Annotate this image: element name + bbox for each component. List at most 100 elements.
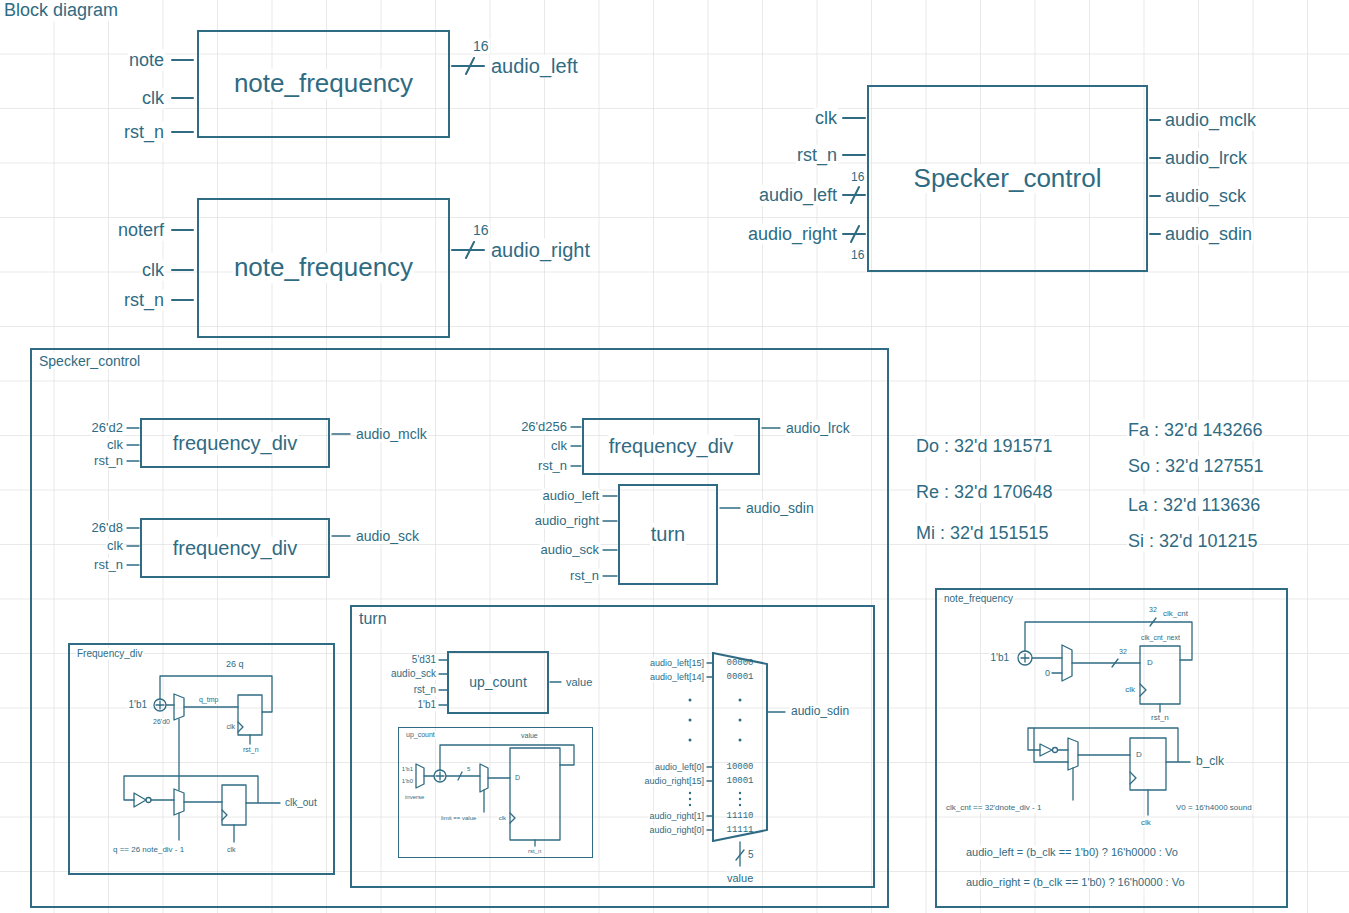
signal-label: audio_left bbox=[490, 55, 579, 78]
counter-wire bbox=[424, 745, 574, 846]
panel-heading: Frequency_div bbox=[76, 648, 144, 660]
mux-symbol bbox=[174, 694, 184, 720]
ellipsis-dot bbox=[689, 739, 692, 742]
pin-stub bbox=[172, 60, 484, 300]
detail-panel: turnup_countup_count00000000011000010001… bbox=[350, 605, 875, 888]
mux-shape: 000000000110000100011111011111 bbox=[712, 652, 768, 842]
module-box: Specker_control bbox=[867, 85, 1148, 272]
ellipsis-dot bbox=[739, 719, 742, 722]
pin-stub bbox=[439, 660, 561, 705]
signal-label: audio_sdin bbox=[745, 500, 815, 516]
register-symbol bbox=[222, 785, 246, 825]
signal-label: q_tmp bbox=[198, 696, 219, 704]
signal-label: audio_right[0] bbox=[648, 825, 705, 835]
signal-label: 5'd31 bbox=[411, 654, 437, 666]
ellipsis-dot bbox=[739, 804, 741, 806]
signal-label: clk bbox=[498, 815, 507, 822]
signal-label: 1'b1 bbox=[401, 766, 414, 773]
signal-label: clk_cnt_next bbox=[1140, 634, 1181, 642]
mux-symbol bbox=[416, 764, 424, 788]
signal-label: inverse bbox=[404, 794, 425, 801]
signal-label: audio_right[15] bbox=[643, 776, 705, 786]
inverter-symbol bbox=[1040, 744, 1052, 756]
submodule-box: frequency_div bbox=[140, 418, 330, 468]
signal-label: D bbox=[1146, 658, 1154, 667]
register-symbol bbox=[1130, 738, 1166, 790]
mux-outline-shape bbox=[713, 653, 767, 841]
clock-mark bbox=[1140, 684, 1146, 696]
ellipsis-dots bbox=[689, 699, 742, 807]
module-panel: Specker_controlfrequency_divfrequency_di… bbox=[30, 348, 889, 908]
signal-label: clk_cnt == 32'dnote_div - 1 bbox=[945, 803, 1042, 812]
ellipsis-dot bbox=[689, 792, 691, 794]
ellipsis-dot bbox=[689, 804, 691, 806]
ellipsis-dot bbox=[689, 719, 692, 722]
clock-mark bbox=[510, 813, 515, 823]
inverter-bubble bbox=[1053, 748, 1058, 753]
bus-slash bbox=[458, 772, 462, 780]
panel-heading: up_count bbox=[405, 731, 436, 739]
module-name: note_frequency bbox=[233, 253, 414, 283]
clock-mark bbox=[1130, 772, 1136, 784]
signal-label: audio_right = (b_clk == 1'b0) ? 16'h0000… bbox=[965, 876, 1186, 889]
signal-label: clk bbox=[226, 846, 237, 854]
signal-label: So : 32'd 127551 bbox=[1127, 456, 1265, 477]
signal-label: Si : 32'd 101215 bbox=[1127, 531, 1259, 552]
signal-label: 26'd0 bbox=[152, 718, 171, 726]
signal-label: rst_n bbox=[796, 145, 838, 166]
signal-label: Re : 32'd 170648 bbox=[915, 482, 1054, 503]
signal-label: audio_right bbox=[534, 514, 600, 529]
signal-label: note bbox=[128, 50, 165, 71]
adder-symbol bbox=[434, 770, 446, 782]
signal-label: rst_n bbox=[527, 848, 542, 855]
signal-label: 1'b1 bbox=[127, 699, 148, 711]
signal-label: audio_sdin bbox=[790, 705, 850, 719]
signal-label: rst_n bbox=[569, 569, 600, 584]
signal-label: 26 q bbox=[225, 659, 245, 669]
signal-label: 32 bbox=[1118, 648, 1128, 656]
signal-label: audio_mclk bbox=[355, 426, 428, 442]
bus-slash bbox=[736, 850, 744, 860]
signal-label: 16 bbox=[472, 222, 490, 238]
signal-label: audio_sdin bbox=[1164, 224, 1253, 245]
signal-label: 16 bbox=[850, 171, 865, 185]
panel-heading: turn bbox=[358, 610, 388, 628]
ellipsis-dot bbox=[689, 699, 692, 702]
toggle-wire bbox=[124, 776, 280, 842]
signal-label: audio_sck bbox=[355, 528, 420, 544]
select-code: 00000 bbox=[725, 658, 754, 668]
signal-label: clk bbox=[106, 539, 124, 554]
register-symbol bbox=[1140, 646, 1180, 704]
pin-stub bbox=[127, 427, 780, 576]
signal-label: clk bbox=[1140, 818, 1152, 827]
module-name: Specker_control bbox=[913, 164, 1103, 194]
signal-label: clk bbox=[550, 439, 568, 454]
select-code: 00001 bbox=[725, 672, 754, 682]
ellipsis-dot bbox=[739, 798, 741, 800]
adder-symbol bbox=[1018, 651, 1032, 665]
submodule-box: frequency_div bbox=[140, 518, 330, 578]
signal-label: value bbox=[565, 676, 593, 689]
ellipsis-dot bbox=[689, 798, 691, 800]
signal-label: D bbox=[1135, 750, 1143, 759]
signal-label: 26'd8 bbox=[91, 521, 124, 536]
signal-label: value bbox=[520, 732, 539, 740]
signal-label: audio_left = (b_clk == 1'b0) ? 16'h0000 … bbox=[965, 846, 1179, 859]
bus-slash bbox=[1112, 618, 1156, 667]
counter-wire bbox=[1025, 622, 1192, 712]
signal-label: audio_left[14] bbox=[649, 672, 705, 682]
ellipsis-dot bbox=[739, 699, 742, 702]
signal-label: clk bbox=[814, 108, 838, 129]
ellipsis-dot bbox=[739, 792, 741, 794]
signal-label: D bbox=[514, 774, 521, 782]
bus-slash bbox=[851, 187, 859, 242]
signal-label: limit == value bbox=[440, 815, 477, 822]
signal-label: audio_left[15] bbox=[649, 658, 705, 668]
feedback-wire bbox=[160, 676, 272, 840]
module-name: up_count bbox=[468, 674, 528, 690]
select-code: 11110 bbox=[725, 811, 754, 821]
signal-label: audio_sck bbox=[1164, 186, 1247, 207]
signal-label: rst_n bbox=[123, 122, 165, 143]
mux-symbol bbox=[174, 789, 184, 815]
panel-heading: note_frequency bbox=[943, 593, 1014, 605]
